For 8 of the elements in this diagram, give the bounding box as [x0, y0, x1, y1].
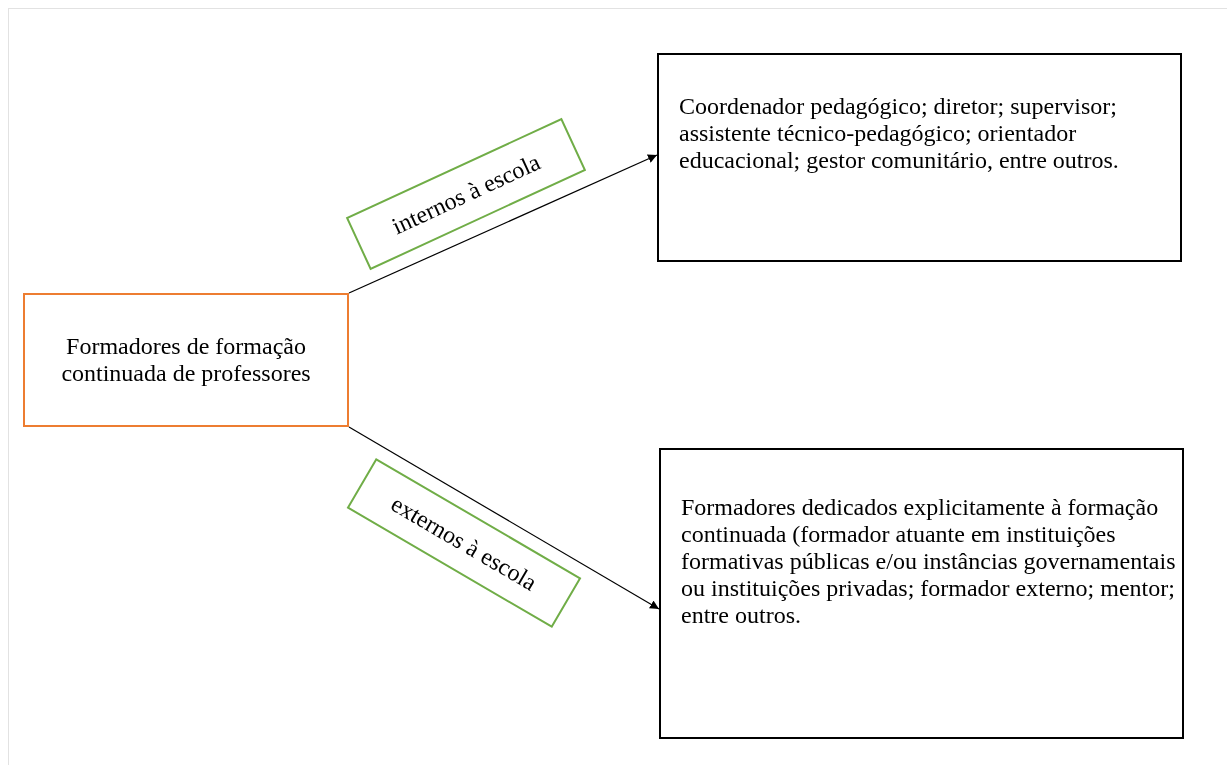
text-box — [23, 293, 349, 427]
arrow — [348, 154, 658, 294]
arrow — [348, 426, 660, 610]
box-text: Coordenador pedagógico; diretor; supervisor; assistente técnico-pedagógico; orientador educacional; gestor comunitário, entre outros. — [679, 93, 1120, 174]
box-text: Formadores de formação continuada de professores — [60, 333, 312, 387]
text-box — [657, 53, 1182, 262]
text-box — [659, 448, 1184, 739]
box-text: Formadores dedicados explicitamente à formação continuada (formador atuante em instituições formativas públicas e/ou instâncias governamentais ou instituições privadas; formador externo; mentor; entre outros. — [681, 494, 1177, 629]
